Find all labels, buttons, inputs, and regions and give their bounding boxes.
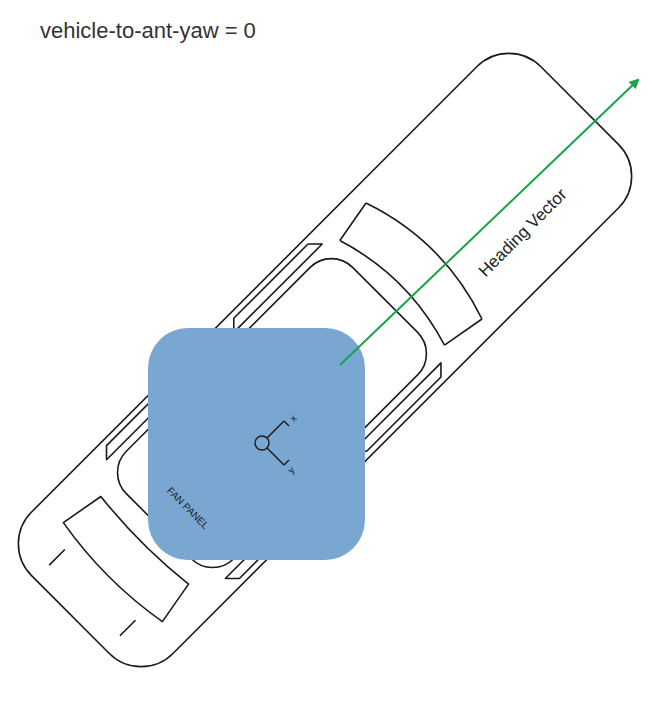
a-pillar bbox=[334, 203, 482, 351]
heading-vector-label: Heading Vector bbox=[475, 185, 571, 281]
side-window bbox=[227, 237, 322, 332]
tail-lines bbox=[49, 550, 135, 636]
car-body bbox=[0, 35, 650, 686]
heading-vector-arrow bbox=[340, 80, 638, 365]
diagram-title: vehicle-to-ant-yaw = 0 bbox=[40, 18, 256, 44]
fan-panel: FAN PANEL bbox=[148, 328, 365, 560]
panel-label: FAN PANEL bbox=[165, 485, 211, 531]
windshield bbox=[340, 232, 453, 345]
cabin-roof bbox=[105, 246, 439, 580]
side-window bbox=[353, 363, 448, 458]
